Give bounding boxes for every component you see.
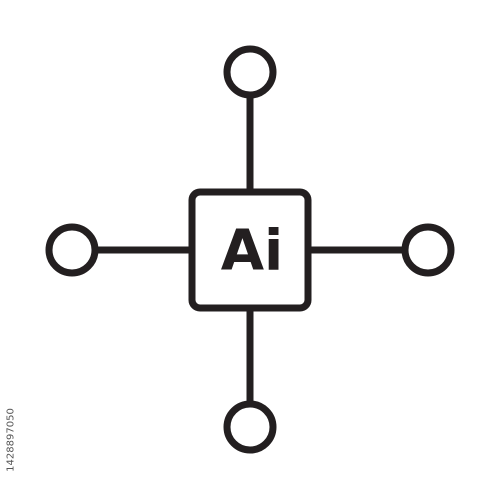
side-id-text: 1428897050	[5, 408, 17, 472]
node-bottom	[223, 400, 277, 454]
node-top	[223, 45, 277, 99]
side-id: 1428897050	[5, 385, 17, 495]
chip-label: Ai	[221, 219, 284, 284]
node-left	[45, 223, 99, 277]
chip-box	[188, 188, 312, 312]
node-right	[401, 223, 455, 277]
